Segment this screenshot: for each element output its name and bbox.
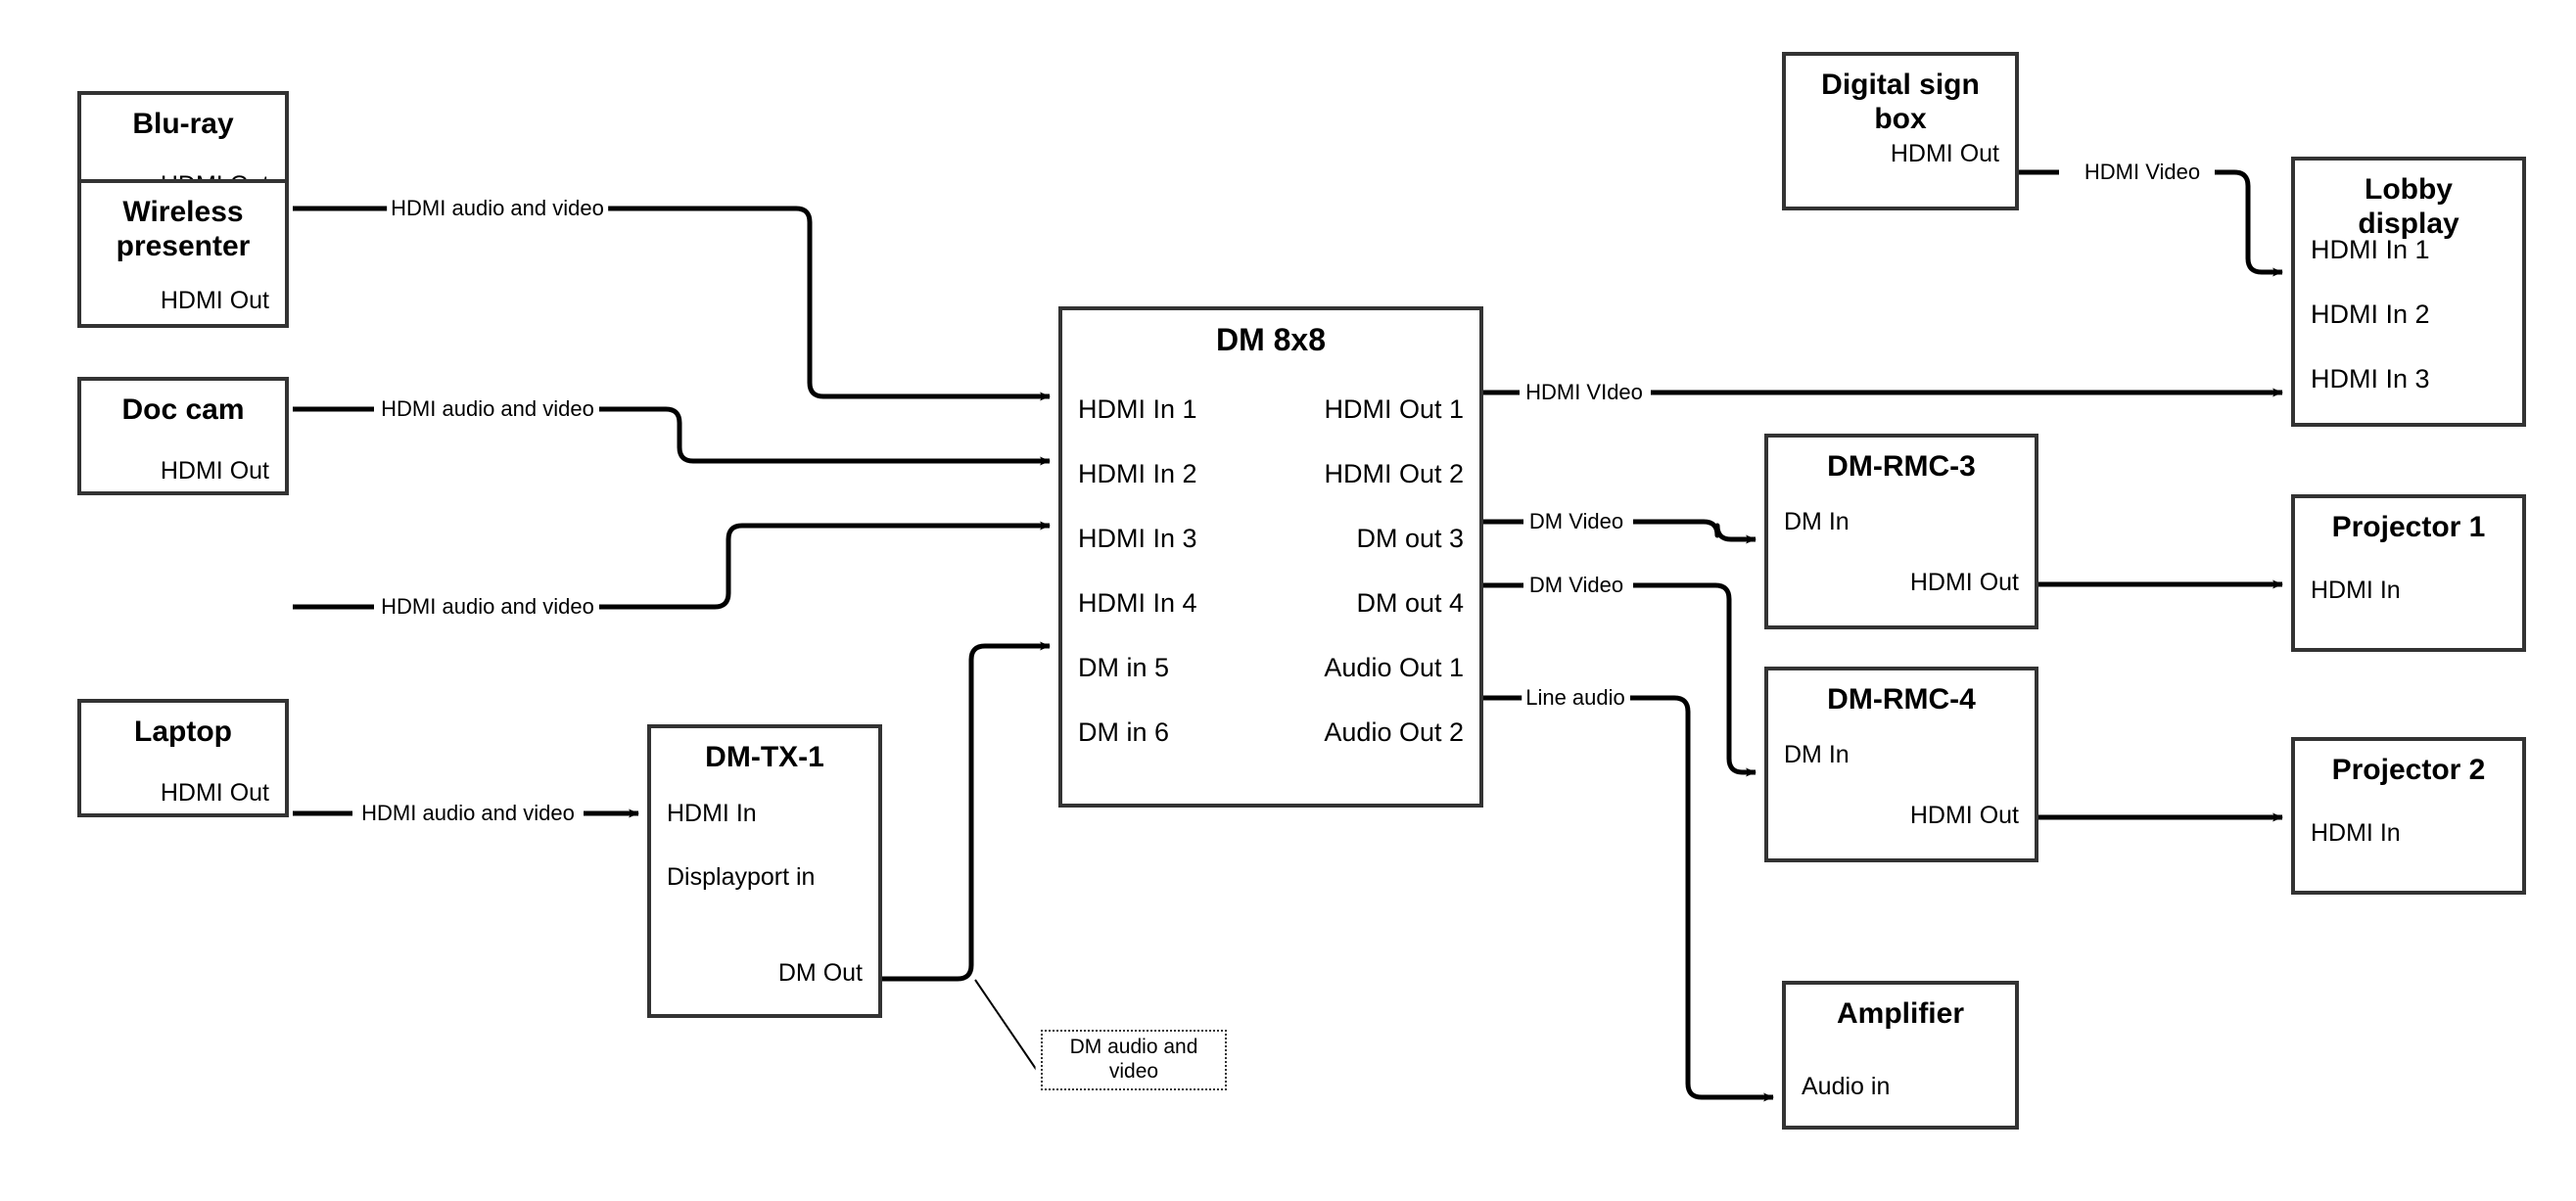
- node-proj1[interactable]: Projector 1 HDMI In: [2291, 494, 2526, 652]
- port-dm8x8-dm-in-5[interactable]: DM in 5: [1078, 653, 1170, 682]
- connection-dmout3-to-rmc3[interactable]: [1483, 519, 1756, 539]
- port-dm8x8-audio-out-1[interactable]: Audio Out 1: [1324, 653, 1464, 682]
- port-dm8x8-hdmi-out-2[interactable]: HDMI Out 2: [1324, 459, 1464, 488]
- port-lobby-hdmi-in-2[interactable]: HDMI In 2: [2311, 300, 2430, 329]
- port-dm8x8-hdmi-in-1[interactable]: HDMI In 1: [1078, 394, 1197, 424]
- wire-label-audioout1-to-amp: Line audio: [1522, 685, 1629, 711]
- connection-dsbox-to-lobby1[interactable]: [2019, 169, 2282, 272]
- port-laptop-hdmi-out[interactable]: HDMI Out: [160, 779, 269, 807]
- port-dm8x8-hdmi-in-4[interactable]: HDMI In 4: [1078, 588, 1197, 618]
- wire-label-laptop-to-dmtx: HDMI audio and video: [357, 801, 579, 826]
- node-title-laptop: Laptop: [134, 716, 232, 748]
- connection-doccam-to-hdmi3[interactable]: [293, 526, 1050, 610]
- port-proj2-hdmi-in[interactable]: HDMI In: [2311, 819, 2401, 847]
- port-dm8x8-audio-out-2[interactable]: Audio Out 2: [1324, 717, 1464, 747]
- node-title-dmtx1: DM-TX-1: [705, 741, 824, 773]
- port-dm8x8-dm-out-4[interactable]: DM out 4: [1356, 588, 1464, 618]
- port-dmtx1-displayport-in[interactable]: Displayport in: [667, 863, 816, 891]
- wire-label-hdmiout1-to-lobby3: HDMI VIdeo: [1522, 380, 1647, 405]
- node-title-rmc4: DM-RMC-4: [1827, 683, 1976, 716]
- node-rmc4[interactable]: DM-RMC-4 DM In HDMI Out: [1764, 667, 2038, 862]
- port-doccam-hdmi-out[interactable]: HDMI Out: [160, 457, 269, 485]
- wire-label-dsbox-to-lobby1: HDMI Video: [2080, 160, 2205, 185]
- leader-line-dm-audio-video-note: [974, 979, 1039, 1073]
- port-dm8x8-hdmi-in-2[interactable]: HDMI In 2: [1078, 459, 1197, 488]
- port-rmc3-hdmi-out[interactable]: HDMI Out: [1909, 569, 2019, 596]
- node-title-dm8x8: DM 8x8: [1215, 322, 1327, 357]
- node-title-bluray: Blu-ray: [132, 108, 234, 140]
- node-proj2[interactable]: Projector 2 HDMI In: [2291, 737, 2526, 895]
- connection-bluray-to-hdmi1[interactable]: [293, 206, 1050, 396]
- node-title-proj1: Projector 1: [2331, 511, 2486, 543]
- node-title-amp: Amplifier: [1836, 997, 1965, 1030]
- port-dm8x8-dm-in-6[interactable]: DM in 6: [1078, 717, 1170, 747]
- connection-dmout4-to-rmc4[interactable]: [1483, 582, 1756, 772]
- node-title-rmc3: DM-RMC-3: [1827, 450, 1976, 483]
- node-title-proj2: Projector 2: [2331, 754, 2486, 786]
- port-rmc4-dm-in[interactable]: DM In: [1784, 741, 1850, 768]
- port-dsbox-hdmi-out[interactable]: HDMI Out: [1890, 140, 1999, 167]
- connection-wireless-to-hdmi2[interactable]: [293, 406, 1050, 461]
- wire-label-wireless-to-hdmi2: HDMI audio and video: [377, 396, 598, 422]
- node-title-doccam: Doc cam: [121, 393, 245, 426]
- connection-dmtx-to-dmin5[interactable]: [882, 641, 1051, 982]
- node-rmc3[interactable]: DM-RMC-3 DM In HDMI Out: [1764, 434, 2038, 629]
- port-wireless-hdmi-out[interactable]: HDMI Out: [160, 287, 269, 314]
- port-rmc4-hdmi-out[interactable]: HDMI Out: [1909, 802, 2019, 829]
- wire-label-bluray-to-hdmi1: HDMI audio and video: [387, 196, 608, 221]
- port-proj1-hdmi-in[interactable]: HDMI In: [2311, 577, 2401, 604]
- port-amp-audio-in[interactable]: Audio in: [1802, 1073, 1891, 1100]
- port-dm8x8-hdmi-out-1[interactable]: HDMI Out 1: [1324, 394, 1464, 424]
- port-dm8x8-hdmi-in-3[interactable]: HDMI In 3: [1078, 524, 1197, 553]
- port-rmc3-dm-in[interactable]: DM In: [1784, 508, 1850, 535]
- port-dm8x8-dm-out-3[interactable]: DM out 3: [1356, 524, 1464, 553]
- connection-audioout1-to-amp[interactable]: [1483, 695, 1773, 1097]
- port-lobby-hdmi-in-3[interactable]: HDMI In 3: [2311, 364, 2430, 393]
- port-dmtx1-hdmi-in[interactable]: HDMI In: [667, 800, 757, 827]
- wire-label-dmout3-to-rmc3: DM Video: [1524, 509, 1628, 534]
- port-dmtx1-dm-out[interactable]: DM Out: [777, 959, 863, 987]
- port-lobby-hdmi-in-1[interactable]: HDMI In 1: [2311, 235, 2430, 264]
- wire-label-dmout4-to-rmc4: DM Video: [1524, 573, 1628, 598]
- wire-label-doccam-to-hdmi3: HDMI audio and video: [377, 594, 598, 620]
